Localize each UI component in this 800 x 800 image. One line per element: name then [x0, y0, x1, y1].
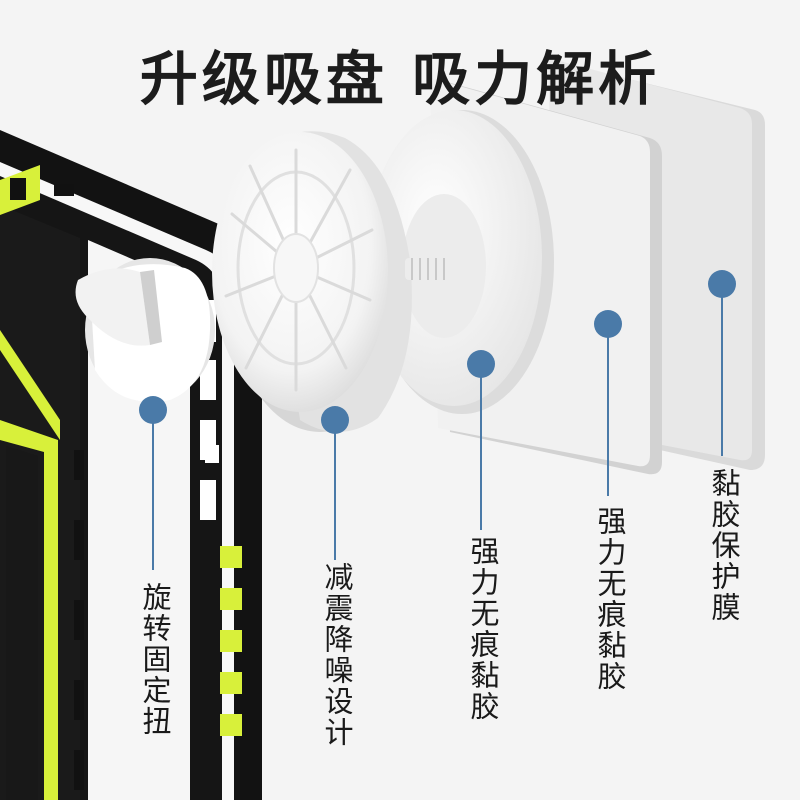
label-square-adhesive: 强力无痕黏胶: [593, 506, 627, 692]
label-rotating-knob: 旋转固定扭: [138, 582, 172, 737]
label-protective-film: 黏胶保护膜: [707, 468, 741, 623]
suction-cup: [212, 131, 453, 433]
callout-square-adhesive: [594, 310, 622, 496]
label-round-adhesive: 强力无痕黏胶: [466, 536, 500, 722]
callout-film: [708, 270, 736, 456]
callout-knob: [139, 396, 167, 570]
callout-cup: [321, 406, 349, 560]
label-shock-absorbing: 减震降噪设计: [320, 562, 354, 748]
callout-round-adhesive: [467, 350, 495, 530]
page-title: 升级吸盘 吸力解析: [139, 45, 661, 113]
rotating-knob: [75, 258, 215, 402]
